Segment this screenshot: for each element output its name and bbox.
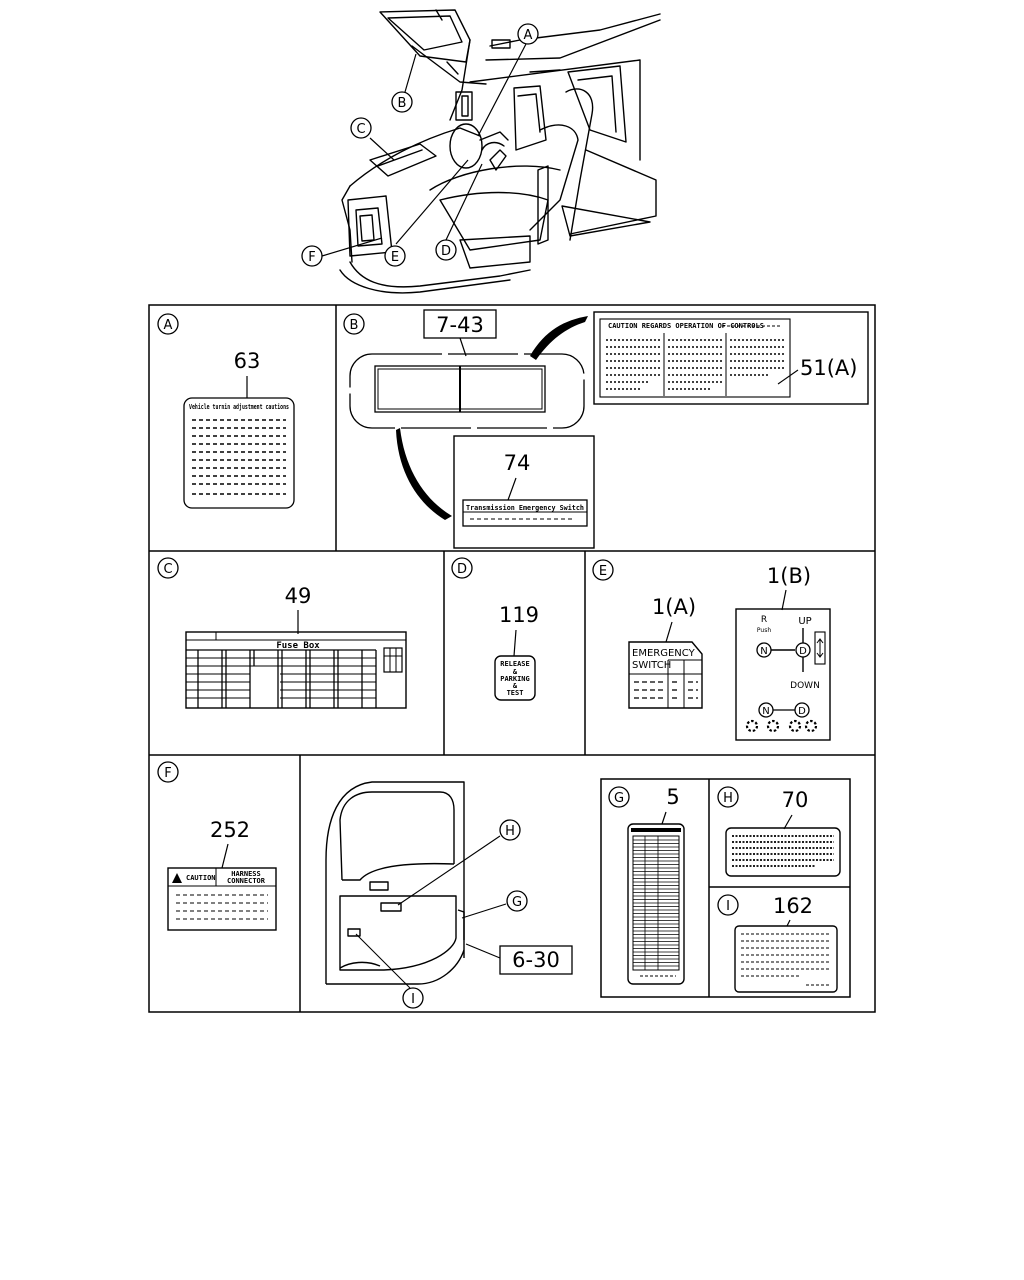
callout-d: D <box>435 239 457 261</box>
ref-number: 70 <box>782 788 809 812</box>
ref-number: 7-43 <box>436 313 484 337</box>
controls-caution-label: CAUTION REGARDS OPERATION OF CONTROLS 51… <box>593 311 869 405</box>
svg-text:F: F <box>164 766 171 781</box>
panel-a: A 63 Vehicle turnin adjustment cautions <box>157 313 295 509</box>
svg-text:E: E <box>599 564 607 579</box>
transmission-switch-label: 74 Transmission Emergency Switch <box>453 435 595 549</box>
door-panel-illustration: 6-30 H G I <box>325 781 573 1009</box>
svg-text:Fuse Box: Fuse Box <box>276 641 320 651</box>
svg-text:EMERGENCY: EMERGENCY <box>632 648 696 659</box>
parking-release-button-label: RELEASE & PARKING & TEST <box>494 655 536 701</box>
svg-text:N: N <box>760 646 767 657</box>
svg-text:DOWN: DOWN <box>790 681 820 691</box>
svg-text:CAUTION REGARDS OPERATION OF C: CAUTION REGARDS OPERATION OF CONTROLS <box>608 322 764 330</box>
panel-f: F 252 CAUTION HARNESS CONNECTOR <box>157 761 277 931</box>
svg-text:I: I <box>726 899 730 914</box>
svg-text:UP: UP <box>798 616 811 627</box>
svg-text:G: G <box>512 895 522 910</box>
svg-text:G: G <box>614 791 624 806</box>
sun-visor <box>349 353 585 429</box>
svg-text:TEST: TEST <box>507 689 524 697</box>
callout-f: F <box>301 245 323 267</box>
emergency-switch-label: EMERGENCY SWITCH <box>628 641 703 709</box>
harness-connector-caution-label: CAUTION HARNESS CONNECTOR <box>167 867 277 931</box>
ref-number: 5 <box>666 785 679 809</box>
svg-text:R: R <box>761 615 767 625</box>
ref-number: 252 <box>210 818 250 842</box>
panel-g: G 5 <box>608 785 685 985</box>
door-callouts: H G I <box>402 819 528 1009</box>
tall-spec-label <box>627 823 685 985</box>
ref-number: 49 <box>285 584 312 608</box>
ref-number: 6-30 <box>512 948 560 972</box>
svg-text:B: B <box>350 318 359 333</box>
callout-b: B <box>391 91 413 113</box>
gear-icon <box>745 719 818 733</box>
svg-text:Transmission Emergency Switch: Transmission Emergency Switch <box>466 504 584 512</box>
panel-e: E 1(A) EMERGENCY SWITCH 1(B) R Push <box>592 559 831 741</box>
info-text-label <box>734 925 838 993</box>
svg-text:F: F <box>308 250 315 265</box>
svg-text:&: & <box>513 682 518 690</box>
shift-pattern-label: R Push UP N D DOWN N D <box>735 608 831 741</box>
svg-text:Vehicle turnin adjustment caut: Vehicle turnin adjustment cautions <box>189 403 289 411</box>
fuse-box-label: Fuse Box <box>185 631 407 709</box>
panel-i: I 162 <box>717 894 838 993</box>
svg-text:H: H <box>723 791 733 806</box>
svg-text:H: H <box>505 824 515 839</box>
panel-c: C 49 Fuse Box <box>157 557 407 709</box>
ref-number: 119 <box>499 603 539 627</box>
svg-text:N: N <box>762 706 769 717</box>
svg-text:E: E <box>391 250 399 265</box>
svg-text:A: A <box>164 318 173 333</box>
svg-text:D: D <box>441 244 451 259</box>
overview-callouts: A B C D E F <box>301 23 539 267</box>
svg-text:CONNECTOR: CONNECTOR <box>227 877 266 885</box>
svg-text:HARNESS: HARNESS <box>231 870 261 878</box>
panel-b: B 7-43 CAUTION REGARDS OPERATION OF CONT… <box>343 309 869 549</box>
ref-number: 74 <box>504 451 531 475</box>
ref-number: 1(B) <box>767 564 811 588</box>
panel-d: D 119 RELEASE & PARKING & TEST <box>451 557 539 701</box>
svg-text:CAUTION: CAUTION <box>186 874 216 882</box>
callout-c: C <box>350 117 372 139</box>
svg-text:A: A <box>524 28 533 43</box>
ref-number: 162 <box>773 894 813 918</box>
vehicle-adjustment-label: Vehicle turnin adjustment cautions <box>183 397 295 509</box>
svg-text:Push: Push <box>757 627 771 634</box>
ref-number: 63 <box>234 349 261 373</box>
svg-text:D: D <box>798 706 806 717</box>
svg-text:C: C <box>356 122 365 137</box>
svg-text:PARKING: PARKING <box>500 675 530 683</box>
svg-text:D: D <box>457 562 467 577</box>
panel-grid <box>148 304 876 1013</box>
ref-number: 1(A) <box>652 595 696 619</box>
svg-text:SWITCH: SWITCH <box>632 660 671 671</box>
svg-text:I: I <box>411 992 415 1007</box>
svg-text:&: & <box>513 668 518 676</box>
warning-triangle-icon <box>172 873 182 883</box>
svg-text:C: C <box>163 562 172 577</box>
svg-text:D: D <box>799 646 807 657</box>
ref-number: 51(A) <box>800 356 857 380</box>
callout-e: E <box>384 245 406 267</box>
dense-text-label <box>725 827 841 877</box>
callout-a: A <box>517 23 539 45</box>
svg-text:RELEASE: RELEASE <box>500 660 530 668</box>
panel-h: H 70 <box>717 786 841 877</box>
cab-interior-illustration <box>339 9 661 294</box>
svg-text:B: B <box>398 96 407 111</box>
